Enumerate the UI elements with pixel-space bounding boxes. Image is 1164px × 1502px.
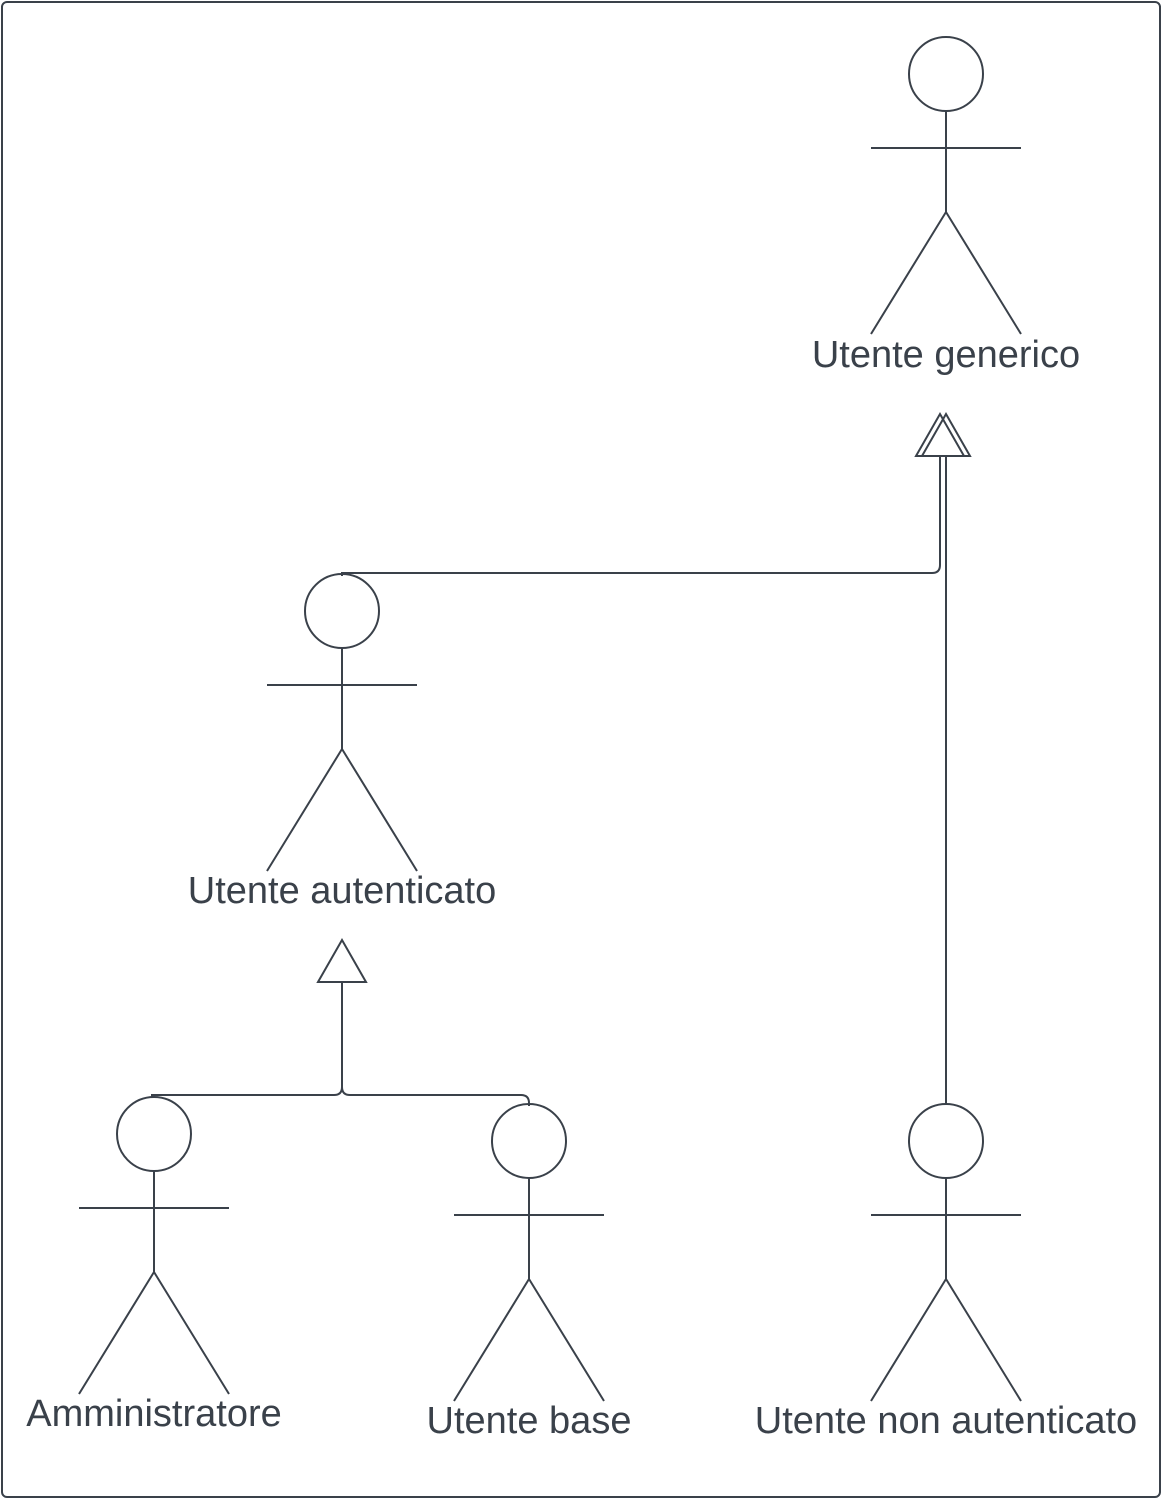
actor-utente-base[interactable]: Utente base [427,1103,632,1442]
actor-head [908,36,984,112]
actor-label: Amministratore [26,1393,282,1435]
generalization-arrowhead [914,411,966,457]
actor-utente-generico[interactable]: Utente generico [812,36,1080,376]
actor-legs [870,210,1022,335]
actor-head [491,1103,567,1179]
actor-label: Utente generico [812,334,1080,376]
actor-head [116,1096,192,1172]
actor-head [908,1103,984,1179]
generalization-edges [151,411,972,1106]
actor-utente-autenticato[interactable]: Utente autenticato [188,573,496,912]
actor-legs [870,1277,1022,1402]
edge-autenticato-to-generico [341,456,941,576]
actor-legs [453,1277,605,1402]
actor-legs [78,1270,230,1395]
edge-base-to-autenticato [341,1086,530,1106]
actor-amministratore[interactable]: Amministratore [26,1096,282,1435]
actor-legs [266,747,418,872]
actor-label: Utente non autenticato [755,1400,1137,1442]
generalization-arrowhead [316,937,368,983]
actor-label: Utente base [427,1400,632,1442]
actor-label: Utente autenticato [188,870,496,912]
generalization-arrowhead [920,411,972,457]
edge-amministratore-to-autenticato [151,982,343,1098]
actor-utente-non-autenticato[interactable]: Utente non autenticato [755,1103,1137,1442]
actor-head [304,573,380,649]
